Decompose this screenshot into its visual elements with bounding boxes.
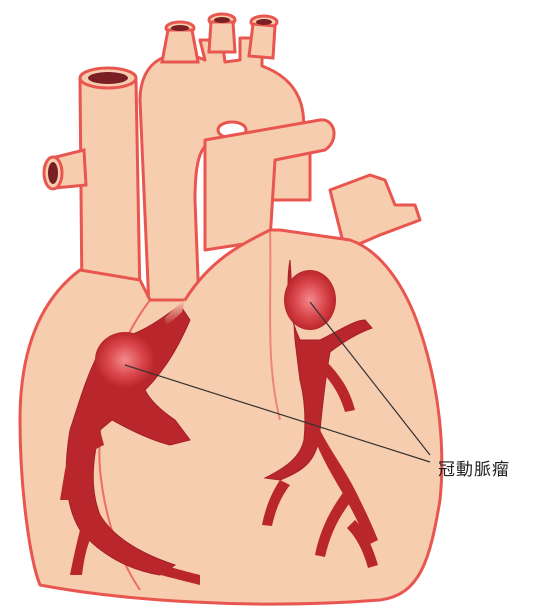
- superior-vena-cava: [80, 68, 140, 300]
- aneurysm-left: [284, 270, 336, 330]
- annotation-label: 冠動脈瘤: [438, 455, 510, 480]
- aneurysm-right: [95, 332, 155, 388]
- pulmonary-vein-left: [44, 150, 86, 189]
